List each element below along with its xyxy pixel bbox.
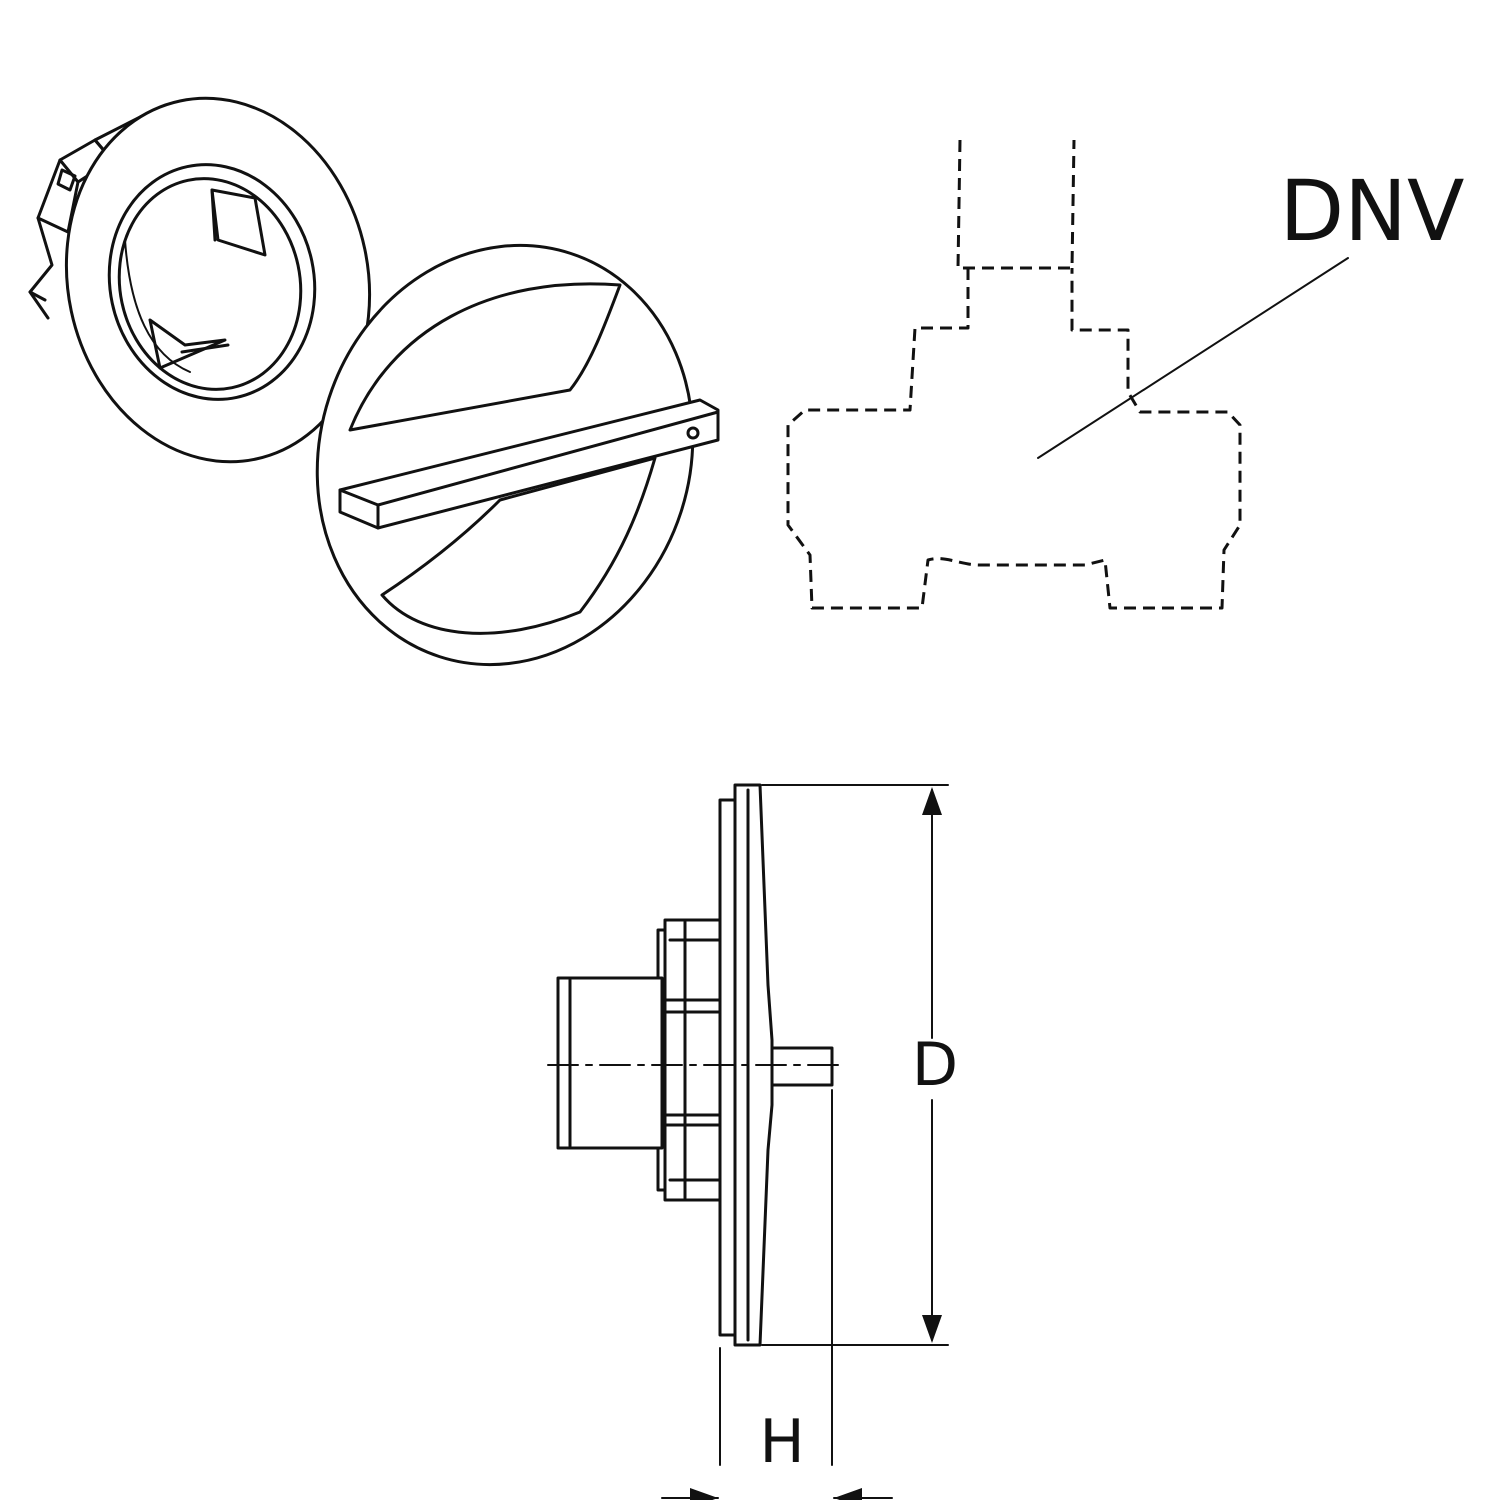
height-label: H [759, 1407, 804, 1477]
cover-plate-perspective [315, 243, 720, 667]
side-elevation: D H [547, 783, 958, 1500]
trim-ring-perspective [28, 96, 372, 464]
valve-label: DNV [1280, 162, 1465, 260]
diameter-label: D [912, 1030, 958, 1100]
concealed-valve-outline: DNV [786, 139, 1465, 610]
